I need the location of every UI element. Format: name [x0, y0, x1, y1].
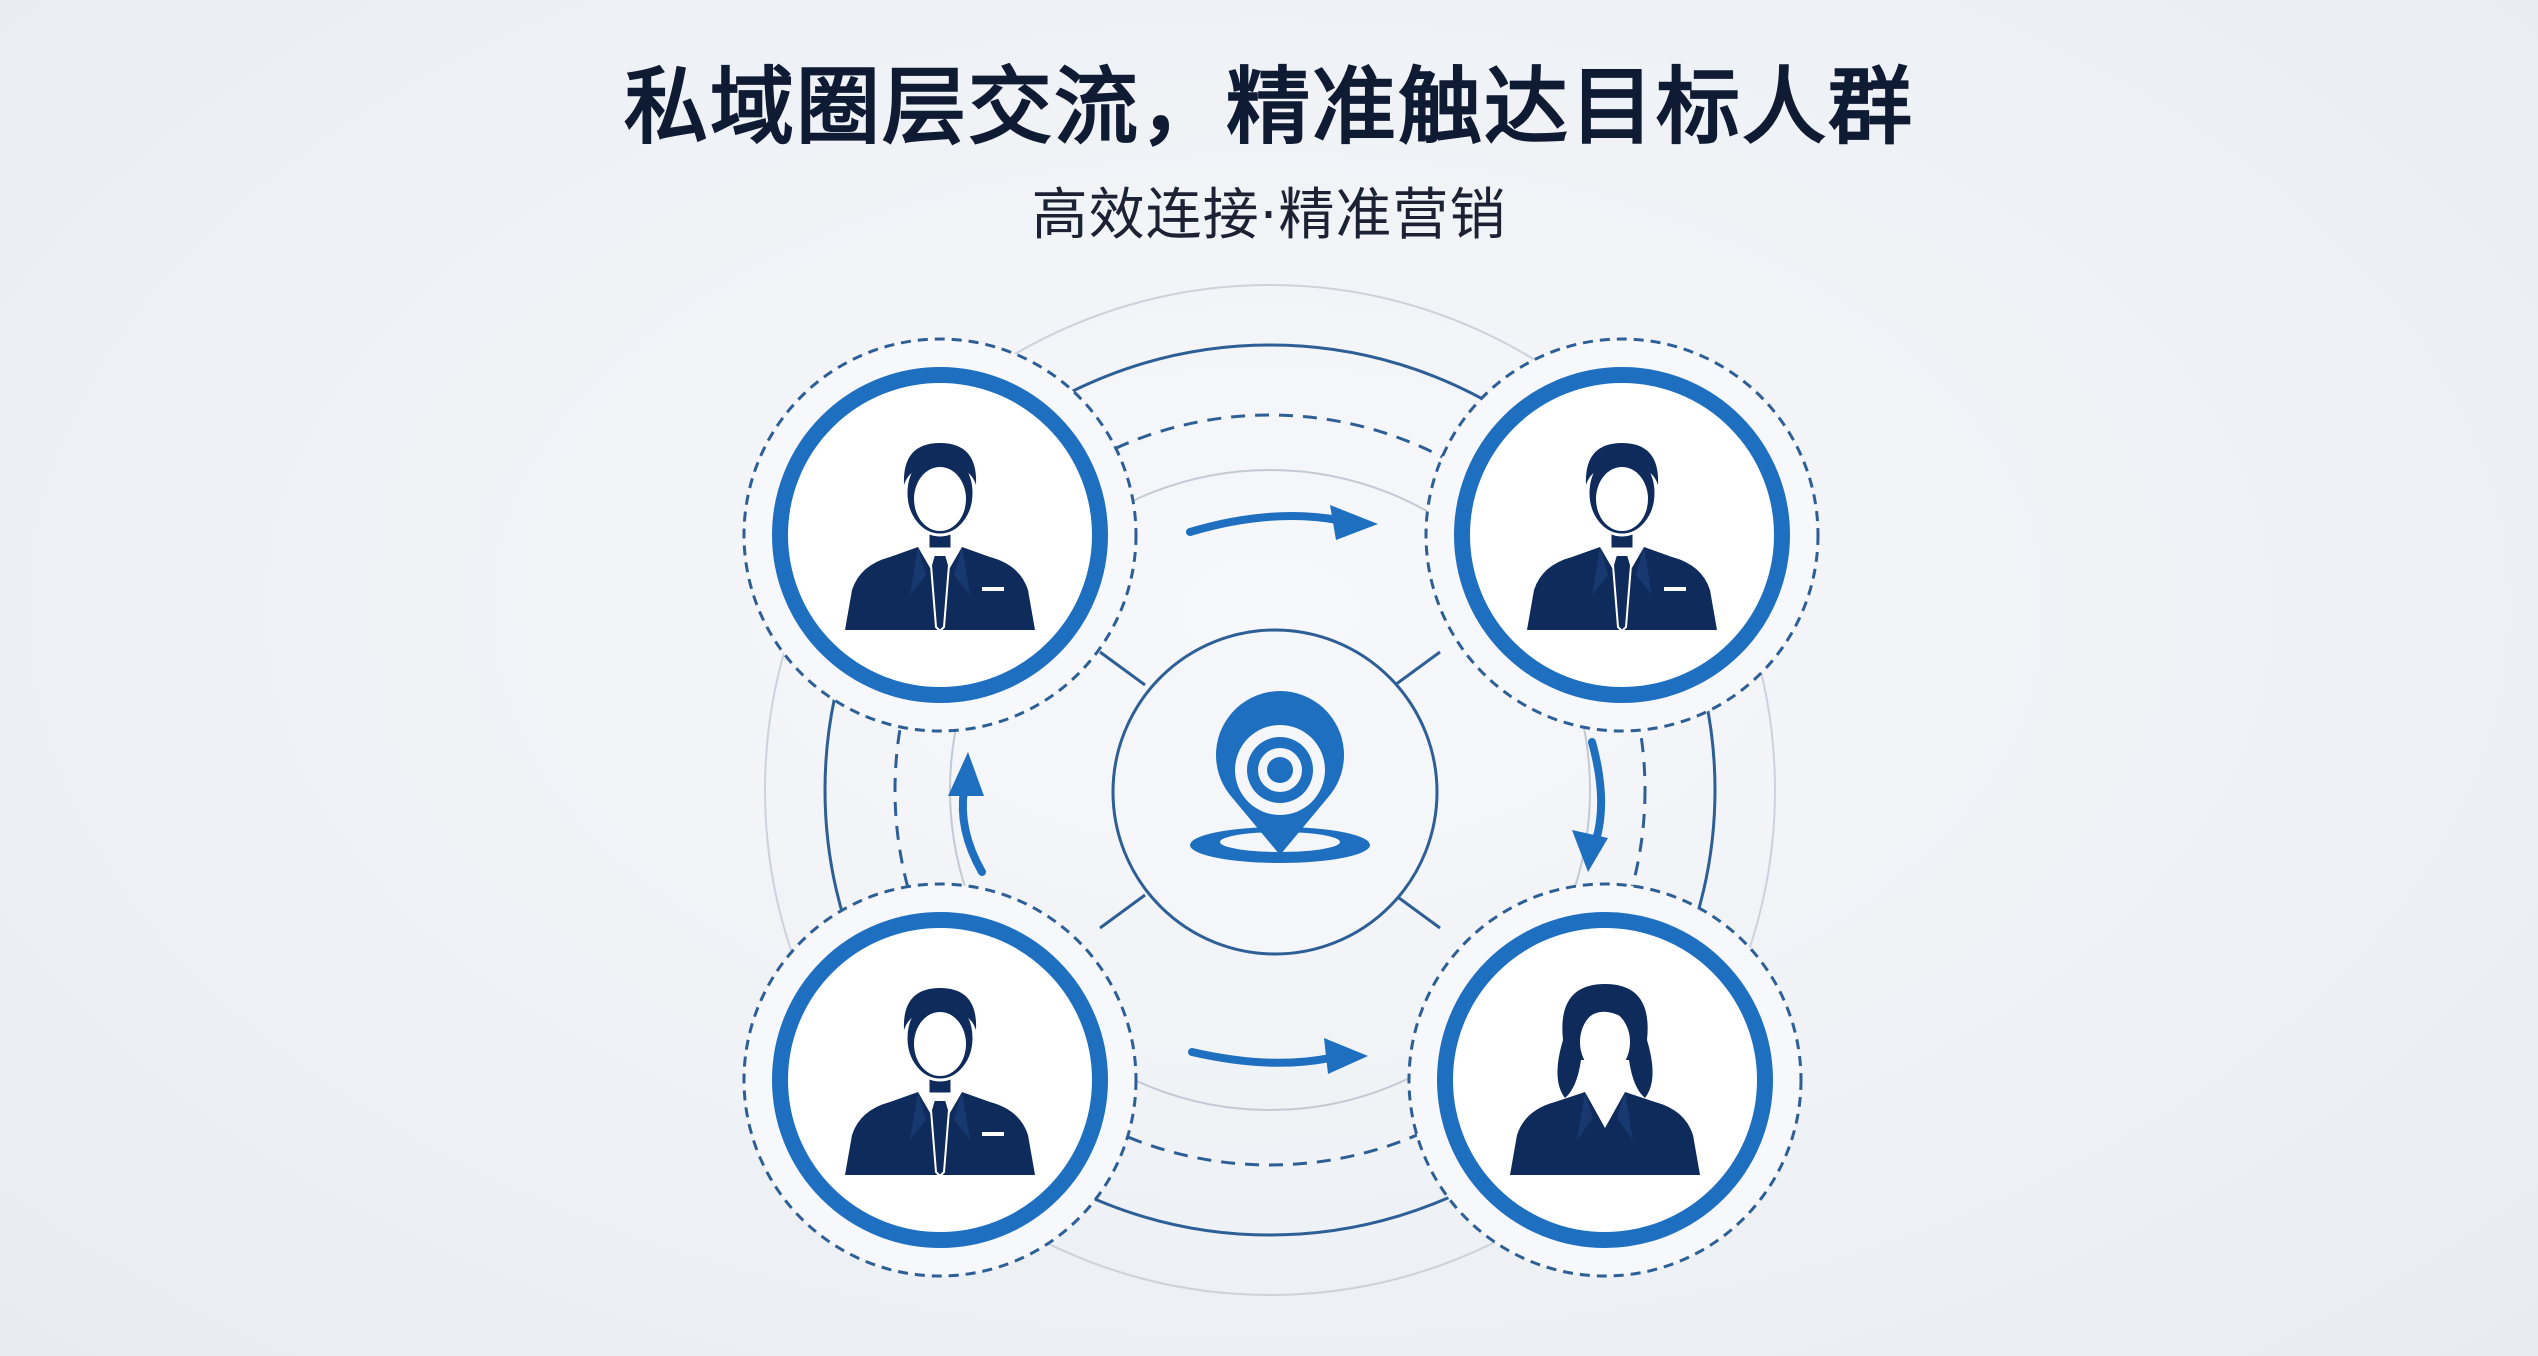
arrow-left	[948, 752, 986, 876]
inner-ring-faint	[949, 469, 1591, 1111]
outer-ring-faint	[764, 284, 1776, 1296]
middle-ring-dashed	[893, 413, 1647, 1167]
outer-ring-solid	[823, 343, 1717, 1237]
page-title: 私域圈层交流，精准触达目标人群	[623, 58, 1914, 156]
person-node-bottom-left	[742, 882, 1138, 1278]
person-node-bottom-right	[1407, 882, 1803, 1278]
page-subtitle: 高效连接·精准营销	[1031, 183, 1507, 248]
location-pin-icon	[1190, 691, 1370, 863]
person-node-top-right	[1424, 337, 1820, 733]
arrow-bottom	[1188, 1038, 1368, 1074]
arrow-top	[1186, 505, 1378, 540]
arrow-right	[1572, 738, 1608, 872]
hub-connectors	[1099, 650, 1441, 930]
center-hub	[1111, 628, 1439, 956]
person-node-top-left	[742, 337, 1138, 733]
